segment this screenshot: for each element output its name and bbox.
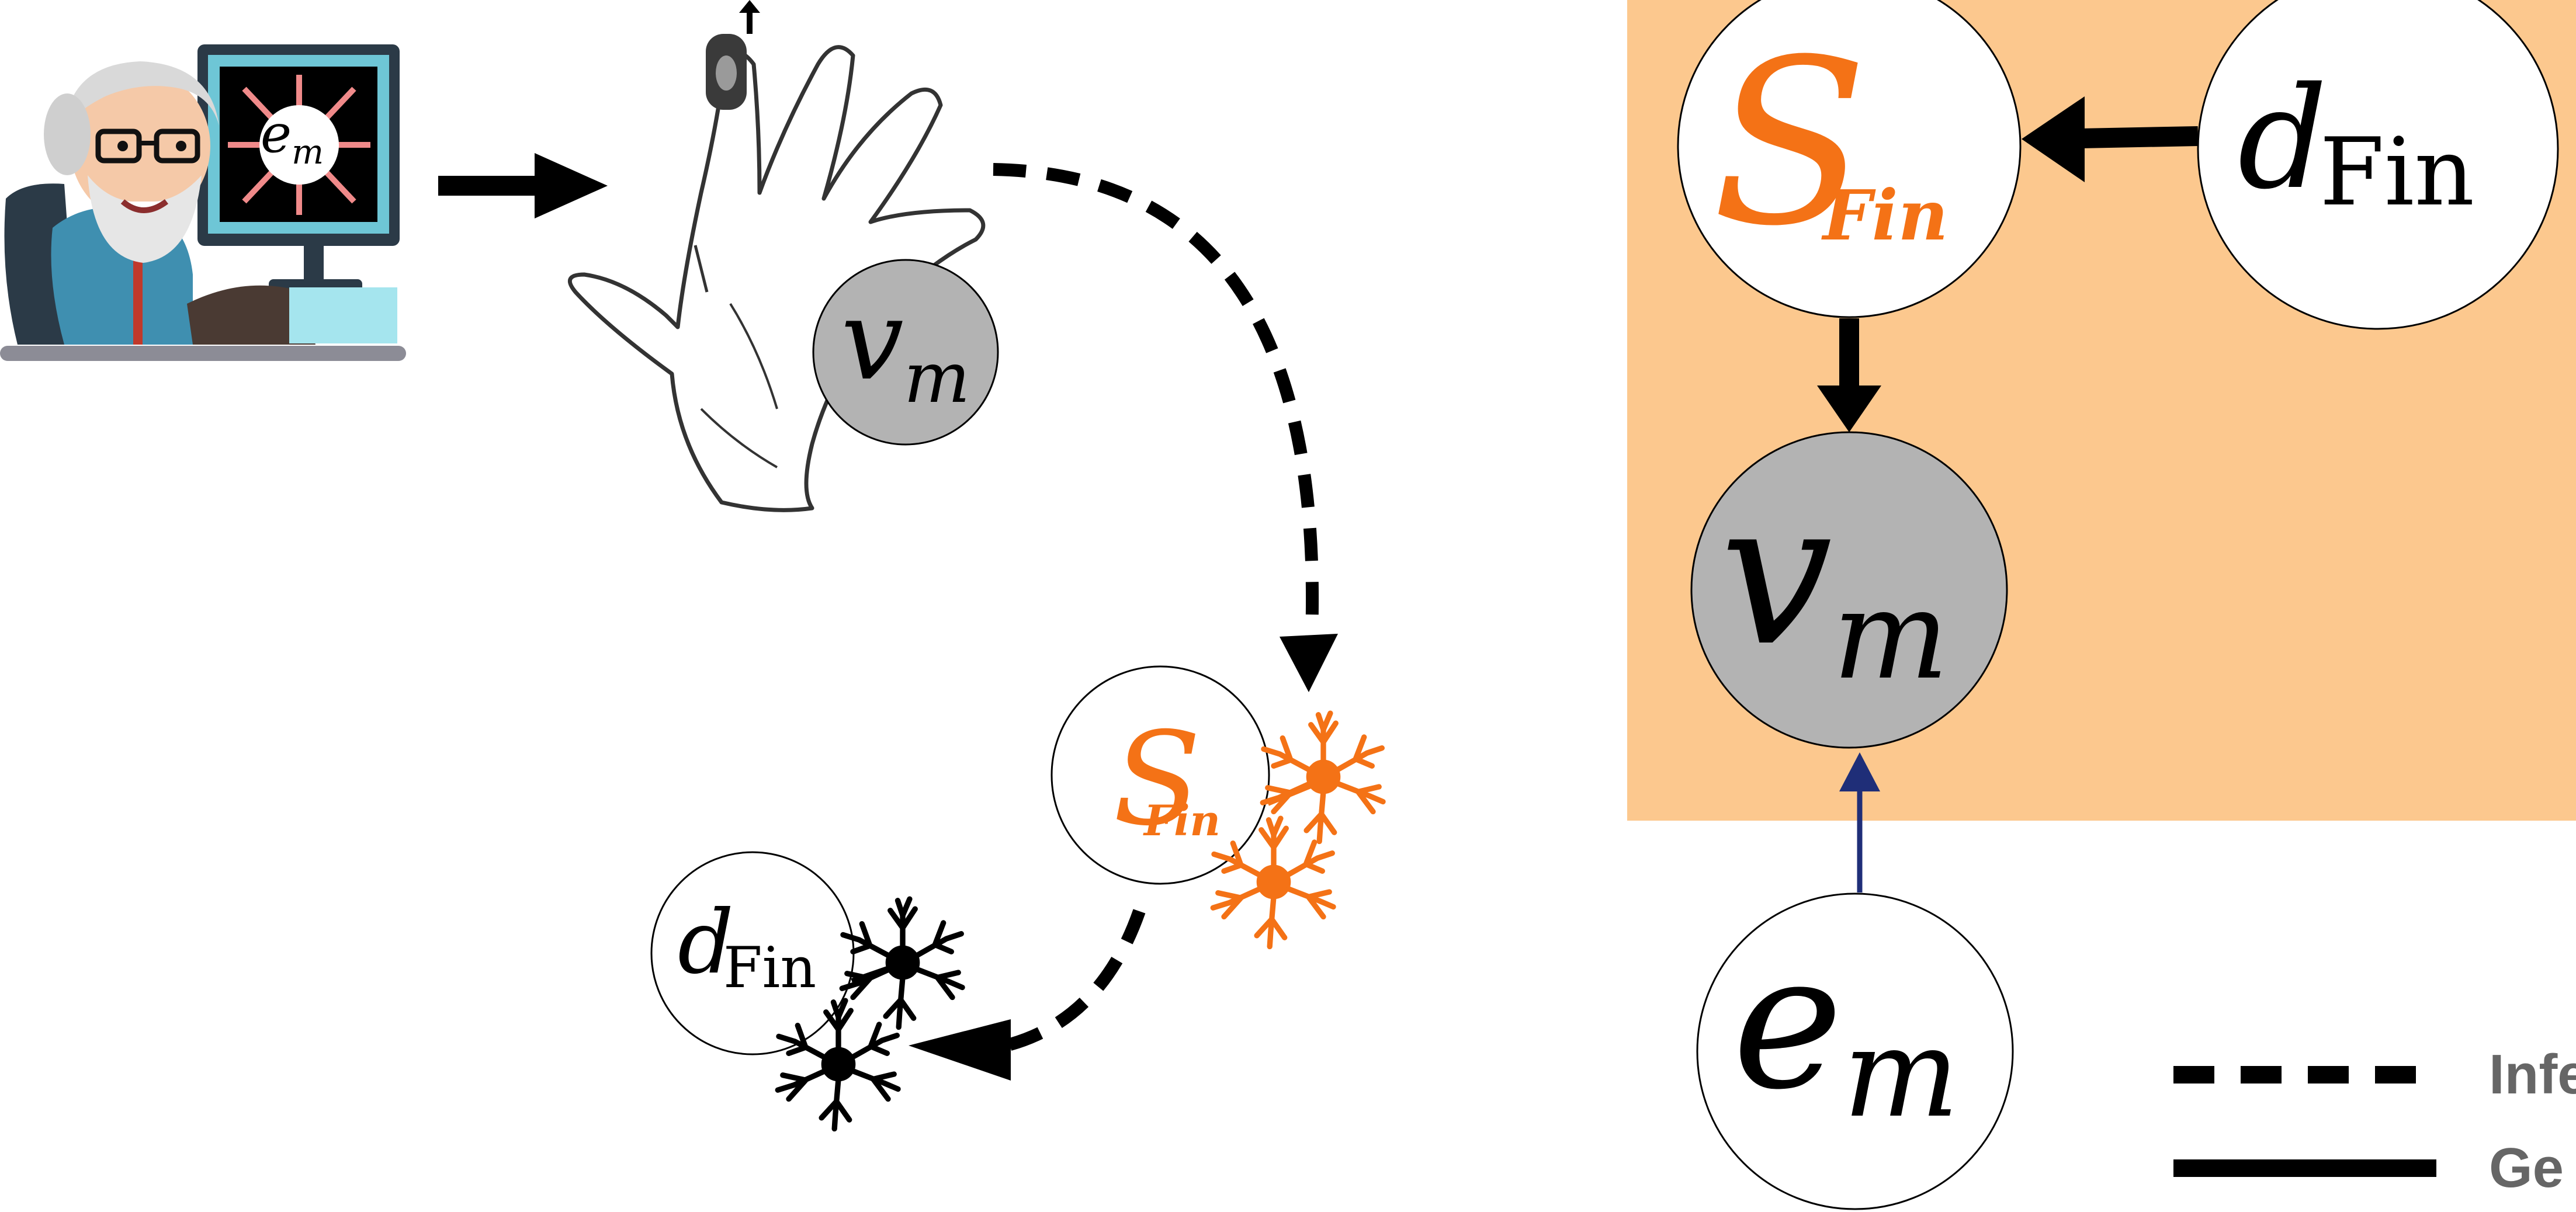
node-sfin: S Fin	[1677, 0, 2022, 318]
legend: Infe Ge	[2173, 1043, 2576, 1199]
inference-arrow-vm-to-sfin	[993, 163, 1338, 692]
node-vm: vm	[1690, 431, 2008, 749]
node-dfin: d Fin	[2197, 0, 2559, 330]
neuron-icon	[842, 899, 962, 1027]
node-em: em	[1696, 892, 2014, 1210]
legend-inference-label: Infe	[2489, 1043, 2576, 1106]
generative-arrow-sfin-to-vm	[1817, 318, 1881, 432]
generative-arrow-dfin-to-sfin	[2022, 96, 2199, 182]
svg-text:em: em	[1732, 914, 1960, 1145]
svg-text:Fin: Fin	[2320, 117, 2474, 227]
legend-generative-label: Ge	[2489, 1137, 2564, 1199]
node-sfin-small: S Fin	[1050, 665, 1270, 885]
scientist-at-computer-icon	[0, 44, 406, 361]
svg-text:d: d	[678, 892, 734, 994]
node-vm-small: vm	[812, 259, 999, 446]
monitor-radial-arrows	[228, 75, 370, 215]
inference-arrow-sfin-to-dfin	[909, 909, 1146, 1081]
node-dfin-small: d Fin	[650, 851, 855, 1055]
svg-text:d: d	[2238, 57, 2328, 220]
monitor-em-label: em	[261, 103, 324, 172]
svg-text:Fin: Fin	[723, 935, 816, 1001]
svg-text:Fin: Fin	[1821, 175, 1948, 256]
finger-thimble-icon	[706, 0, 760, 110]
svg-text:vm: vm	[841, 276, 970, 419]
svg-text:S: S	[1113, 704, 1201, 854]
svg-text:S: S	[1712, 11, 1868, 276]
stimulus-arrow-em-to-vm	[1839, 752, 1880, 892]
stimulus-arrow	[438, 153, 608, 218]
neuron-icon	[1263, 713, 1383, 841]
svg-text:vm: vm	[1720, 459, 1949, 707]
svg-text:Fin: Fin	[1143, 796, 1221, 845]
